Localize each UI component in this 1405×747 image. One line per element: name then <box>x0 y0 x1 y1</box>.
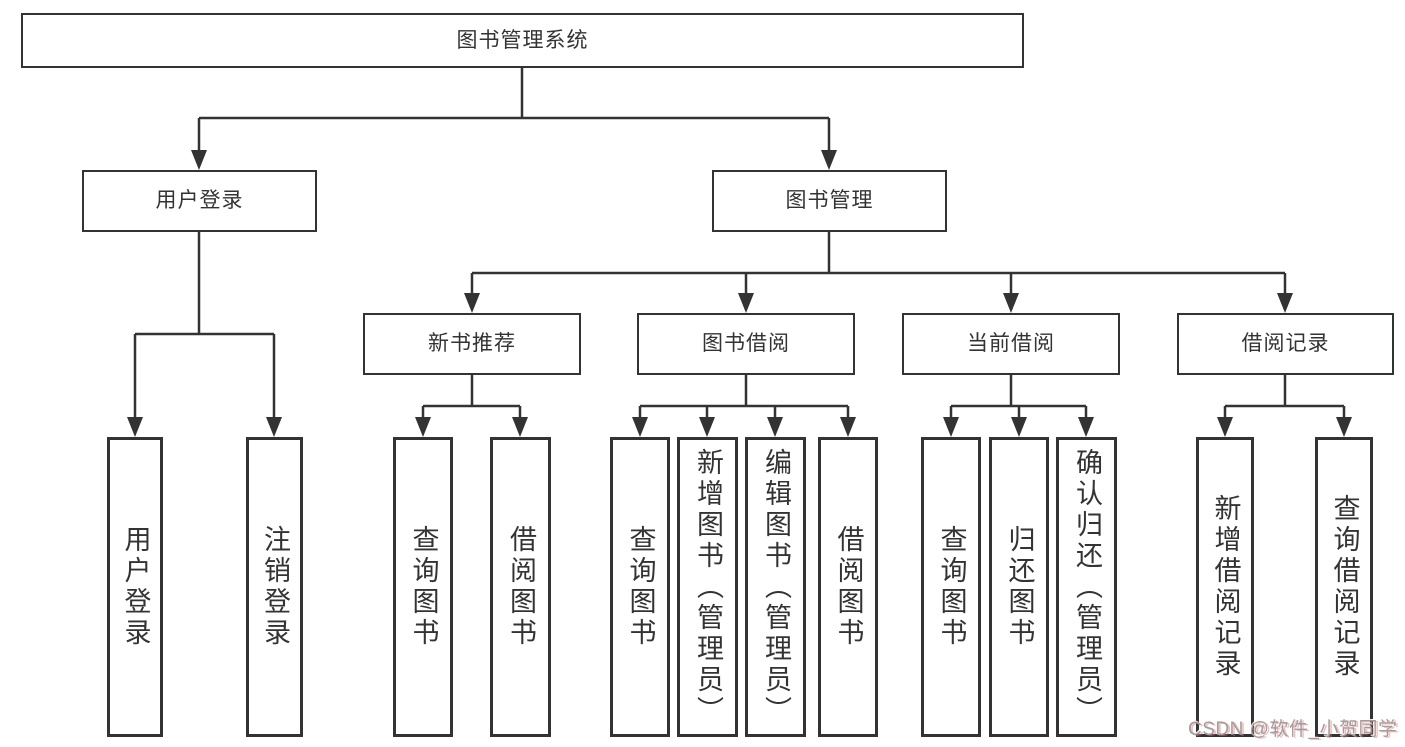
leaf-query-books-borrow: 查询图书 <box>610 437 670 737</box>
node-book-management: 图书管理 <box>712 170 947 232</box>
leaf-add-books-admin-label: 新增图书（管理员） <box>693 447 723 727</box>
watermark: CSDN @软件_小贺同学 <box>1188 719 1398 740</box>
leaf-edit-books-admin-label: 编辑图书（管理员） <box>761 447 791 727</box>
leaf-add-books-admin: 新增图书（管理员） <box>677 437 738 737</box>
leaf-edit-books-admin: 编辑图书（管理员） <box>745 437 806 737</box>
leaf-logout: 注销登录 <box>246 437 303 737</box>
arrowhead-icons <box>127 150 1352 437</box>
node-book-borrowing-label: 图书借阅 <box>702 332 790 356</box>
node-current-borrowing: 当前借阅 <box>902 313 1120 375</box>
leaf-confirm-return-admin-label: 确认归还（管理员） <box>1072 447 1102 727</box>
leaf-query-books-current: 查询图书 <box>921 437 981 737</box>
leaf-return-books-label: 归还图书 <box>1004 525 1035 649</box>
node-user-login-label: 用户登录 <box>155 189 244 213</box>
leaf-borrow-books: 借阅图书 <box>818 437 878 737</box>
leaf-add-borrow-record-label: 新增借阅记录 <box>1210 494 1241 680</box>
leaf-borrow-books-recommend-label: 借阅图书 <box>506 525 536 649</box>
leaf-user-login-label: 用户登录 <box>120 525 151 649</box>
leaf-user-login: 用户登录 <box>107 437 163 737</box>
node-library-management-system: 图书管理系统 <box>21 13 1024 68</box>
node-new-book-recommendation-label: 新书推荐 <box>428 332 516 356</box>
node-new-book-recommendation: 新书推荐 <box>363 313 581 375</box>
leaf-return-books: 归还图书 <box>989 437 1049 737</box>
leaf-query-books-recommend-label: 查询图书 <box>408 525 439 649</box>
connector-segments <box>133 68 1346 421</box>
leaf-borrow-books-label: 借阅图书 <box>833 525 864 649</box>
node-library-management-system-label: 图书管理系统 <box>456 28 589 52</box>
node-borrowing-records-label: 借阅记录 <box>1241 332 1330 356</box>
leaf-borrow-books-recommend: 借阅图书 <box>490 437 551 737</box>
leaf-confirm-return-admin: 确认归还（管理员） <box>1056 437 1117 737</box>
leaf-query-books-recommend: 查询图书 <box>393 437 453 737</box>
leaf-add-borrow-record: 新增借阅记录 <box>1196 437 1254 737</box>
node-book-management-label: 图书管理 <box>785 189 874 213</box>
leaf-query-borrow-record: 查询借阅记录 <box>1315 437 1373 737</box>
leaf-query-books-borrow-label: 查询图书 <box>625 525 656 649</box>
node-user-login: 用户登录 <box>82 170 317 232</box>
node-book-borrowing: 图书借阅 <box>637 313 855 375</box>
node-borrowing-records: 借阅记录 <box>1177 313 1394 375</box>
leaf-query-books-current-label: 查询图书 <box>936 525 967 649</box>
leaf-query-borrow-record-label: 查询借阅记录 <box>1329 494 1360 680</box>
node-current-borrowing-label: 当前借阅 <box>967 332 1055 356</box>
leaf-logout-label: 注销登录 <box>260 525 290 649</box>
